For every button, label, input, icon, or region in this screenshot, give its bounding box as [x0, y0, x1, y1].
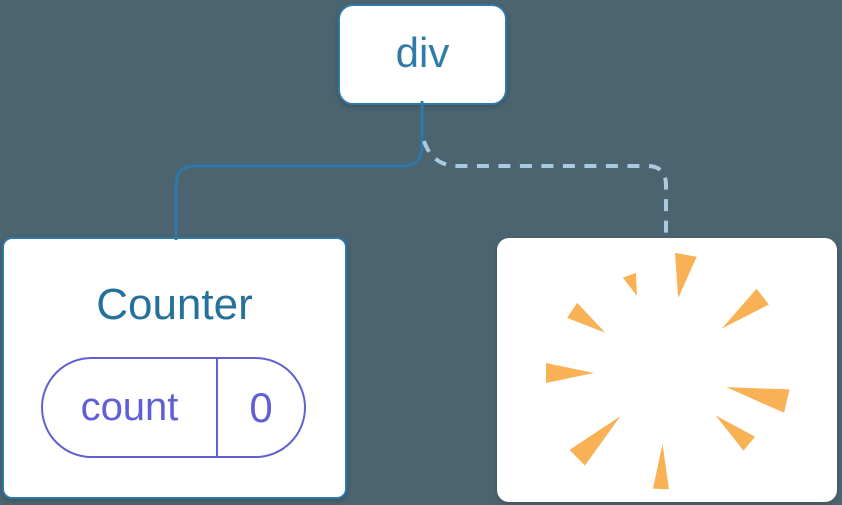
burst-ray	[569, 416, 621, 466]
removed-node	[497, 238, 837, 502]
burst-ray	[652, 443, 669, 490]
root-node-label: div	[395, 28, 450, 76]
counter-node: Counter count 0	[2, 237, 347, 499]
solid-edge-line	[174, 101, 424, 240]
counter-node-title: Counter	[96, 280, 253, 329]
burst-ray	[726, 387, 790, 413]
state-pill: count 0	[41, 357, 306, 458]
poof-burst-icon	[546, 252, 790, 490]
burst-ray	[675, 252, 697, 299]
burst-ray	[721, 288, 769, 329]
burst-ray	[567, 302, 606, 333]
burst-ray	[622, 272, 637, 296]
burst-ray	[546, 363, 594, 383]
state-value-label: 0	[249, 383, 273, 431]
root-node-div: div	[338, 4, 507, 105]
dashed-edge-line	[422, 140, 668, 242]
state-key-label: count	[43, 359, 218, 456]
burst-ray	[715, 415, 756, 451]
